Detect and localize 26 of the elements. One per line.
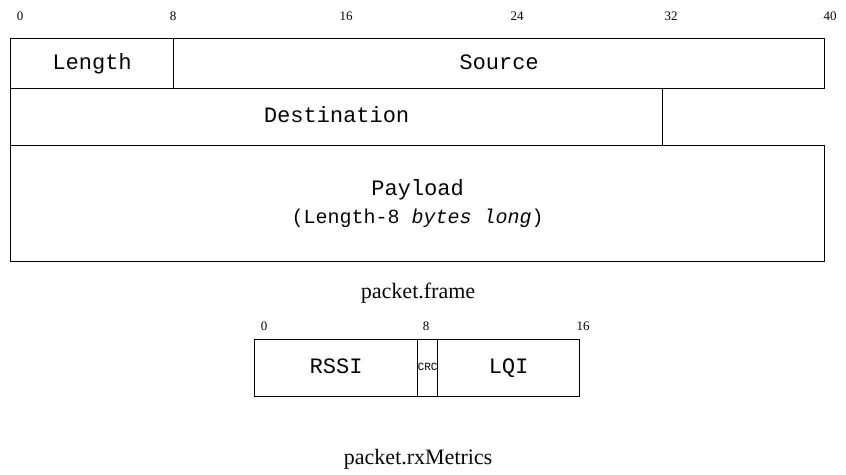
field-name: Payload: [371, 176, 464, 204]
field-name: Destination: [264, 103, 410, 131]
bit-offset: 8: [422, 318, 430, 334]
caption: packet.rxMetrics: [344, 444, 492, 470]
bit-offset: 32: [664, 8, 678, 24]
bit-offset: 0: [16, 8, 24, 24]
caption: packet.frame: [360, 278, 476, 304]
field-box: [417, 339, 438, 397]
field-box: [254, 339, 418, 397]
field-box: [437, 339, 580, 397]
field-name: RSSI: [310, 354, 362, 382]
bit-offset: 0: [260, 318, 268, 334]
field-box: [10, 145, 825, 262]
bit-offset: 16: [340, 8, 352, 24]
bit-offset: 24: [510, 8, 524, 24]
field-name: Length: [52, 50, 132, 78]
field-box: [10, 88, 663, 146]
bit-offset: 16: [576, 318, 590, 334]
field-note: (Length-8 bytes long): [291, 206, 544, 232]
field-name: Source: [459, 50, 539, 78]
bit-offset: 8: [170, 8, 176, 24]
field-box: [10, 38, 174, 89]
bit-offset: 40: [824, 8, 836, 24]
field-name: LQI: [488, 354, 528, 382]
field-name: CRC: [418, 361, 438, 376]
field-box: [173, 38, 825, 89]
